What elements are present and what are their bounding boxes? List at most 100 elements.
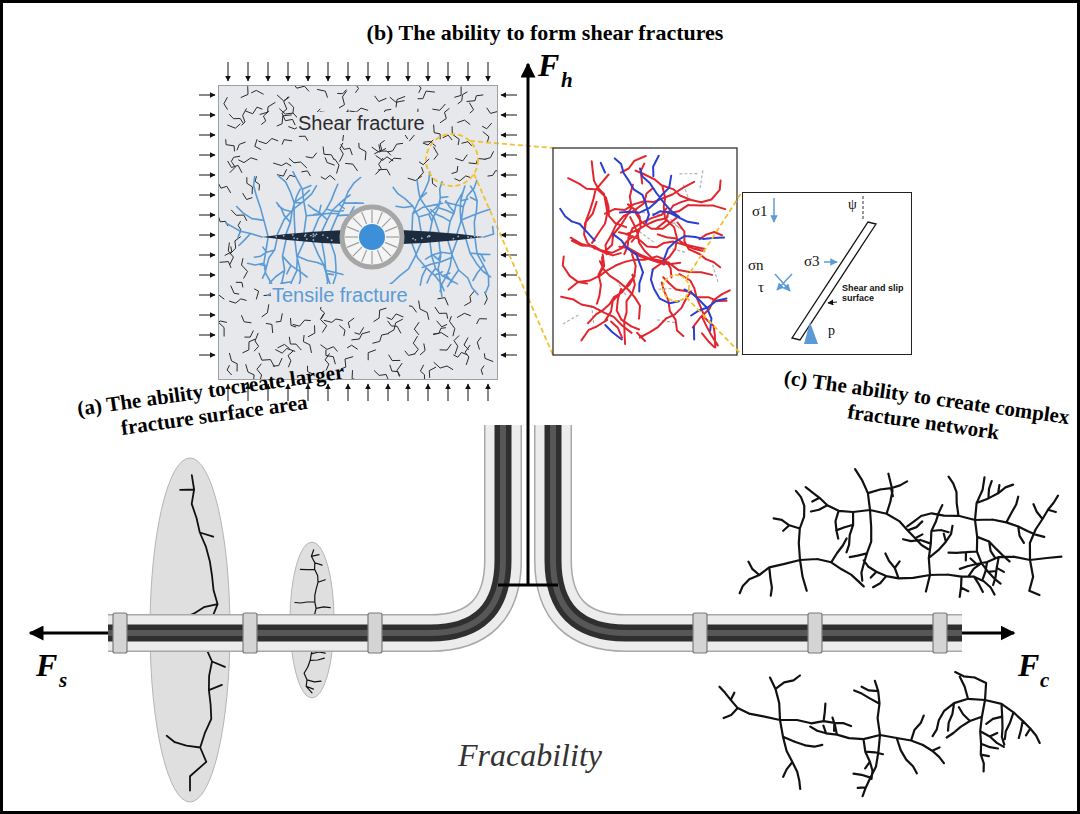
proppant-dot	[292, 234, 294, 236]
axis-symbol: F	[538, 46, 559, 84]
wellbore-spoke	[377, 212, 382, 224]
proppant-dot	[414, 239, 416, 241]
stress-arrow	[199, 135, 215, 136]
stress-arrow	[501, 335, 517, 336]
proppant-dot	[312, 236, 314, 238]
slip-surface-label: Shear and slip surface	[841, 283, 907, 304]
left-well-tubing	[108, 425, 503, 633]
packer-collar	[243, 613, 257, 653]
proppant-dot	[474, 236, 476, 238]
proppant-dot	[296, 238, 298, 240]
wellbore-spoke	[353, 247, 362, 256]
stress-arrow	[328, 62, 329, 81]
wellbore-spoke	[382, 218, 391, 227]
proppant-dot	[283, 235, 285, 237]
proppant-dot	[314, 235, 316, 237]
axis-fc	[962, 632, 1014, 635]
proppant-dot	[470, 237, 472, 239]
natural-fractures	[219, 86, 497, 379]
packer-collar	[113, 613, 127, 653]
wellbore-spoke	[345, 236, 358, 237]
rock-block	[218, 85, 498, 380]
proppant-dot	[275, 236, 277, 238]
natural-fractures-group	[219, 86, 497, 379]
pointer-arrow	[828, 302, 837, 303]
stress-arrow	[488, 62, 489, 81]
stress-arrow	[199, 195, 215, 196]
wellbore-spoke	[371, 210, 372, 223]
wellbore-spoke	[347, 242, 359, 247]
fracture-type-label: Tensile fracture	[271, 284, 409, 307]
left-well-tubing-shine	[108, 425, 503, 633]
proppant-dot	[429, 235, 431, 237]
proppant-dot	[316, 233, 318, 235]
wellbore	[359, 224, 385, 250]
wellbore-spoke	[347, 227, 359, 232]
wellbore-spoke	[382, 247, 391, 256]
stress-arrow	[448, 384, 449, 401]
stress-arrow	[775, 274, 790, 291]
proppant-dot	[331, 239, 333, 241]
stress-arrow	[199, 255, 215, 256]
proppant-dot	[310, 235, 312, 237]
proppant-dot	[427, 236, 429, 238]
wellbore-spoke	[386, 236, 399, 237]
packer-collar	[368, 613, 382, 653]
packer-collar	[933, 613, 947, 653]
wellbore-spoke	[385, 242, 397, 247]
stress-arrow	[368, 384, 369, 401]
stress-arrow	[501, 315, 517, 316]
wellbore-spoke	[377, 250, 382, 262]
proppant-dot	[313, 239, 315, 241]
left-well-casing-edge	[108, 425, 503, 633]
wellbore-spoke	[362, 250, 367, 262]
rock-block-panel: Shear fractureTensile fracture	[218, 85, 498, 380]
stress-arrow	[448, 62, 449, 81]
axis-symbol: F	[36, 646, 57, 684]
wellbore-spoke	[362, 212, 367, 224]
right-well-tubing	[553, 425, 962, 633]
stress-arrow	[501, 215, 517, 216]
proppant-dot	[452, 238, 454, 240]
stress-arrow	[501, 355, 517, 356]
pressure-wedge	[804, 322, 818, 344]
stress-arrow	[488, 384, 489, 401]
proppant-dot	[306, 238, 308, 240]
axis-symbol: F	[1018, 646, 1039, 684]
proppant-dot	[304, 235, 306, 237]
stress-arrow	[199, 115, 215, 116]
left-well-casing	[108, 425, 503, 633]
stress-arrow	[501, 115, 517, 116]
stress-arrow	[388, 62, 389, 81]
right-well-casing	[553, 425, 962, 633]
stress-symbol: τ	[757, 279, 765, 296]
wellbore-spoke	[353, 218, 362, 227]
stress-symbol: σn	[747, 257, 765, 274]
stress-arrow	[388, 384, 389, 401]
complex-fracture-network	[720, 469, 1062, 796]
stress-arrow	[348, 384, 349, 401]
stress-arrow	[824, 261, 837, 263]
zoom-leader	[470, 141, 553, 148]
stress-arrow	[199, 215, 215, 216]
stress-arrow	[501, 95, 517, 96]
stress-arrow	[501, 235, 517, 236]
fracture-type-label: Shear fracture	[297, 112, 426, 135]
wellbore-spoke	[371, 251, 372, 264]
proppant-dot	[467, 236, 469, 238]
stress-arrow	[199, 315, 215, 316]
panel-heading: (a) The ability to create larger fractur…	[38, 354, 387, 452]
reference-line	[863, 196, 864, 220]
stress-arrow	[428, 384, 429, 401]
right-well-casing-edge	[553, 425, 962, 633]
proppant-dot	[421, 237, 423, 239]
slip-surface	[792, 222, 876, 340]
pressure-symbol: p	[827, 323, 836, 339]
axis-origin	[498, 584, 558, 587]
axis-subscript: c	[1040, 668, 1049, 693]
stress-arrow	[777, 274, 792, 290]
tensile-network	[560, 156, 726, 340]
stress-arrow	[501, 135, 517, 136]
panel-heading: (c) The ability to create complex fractu…	[778, 365, 1072, 455]
